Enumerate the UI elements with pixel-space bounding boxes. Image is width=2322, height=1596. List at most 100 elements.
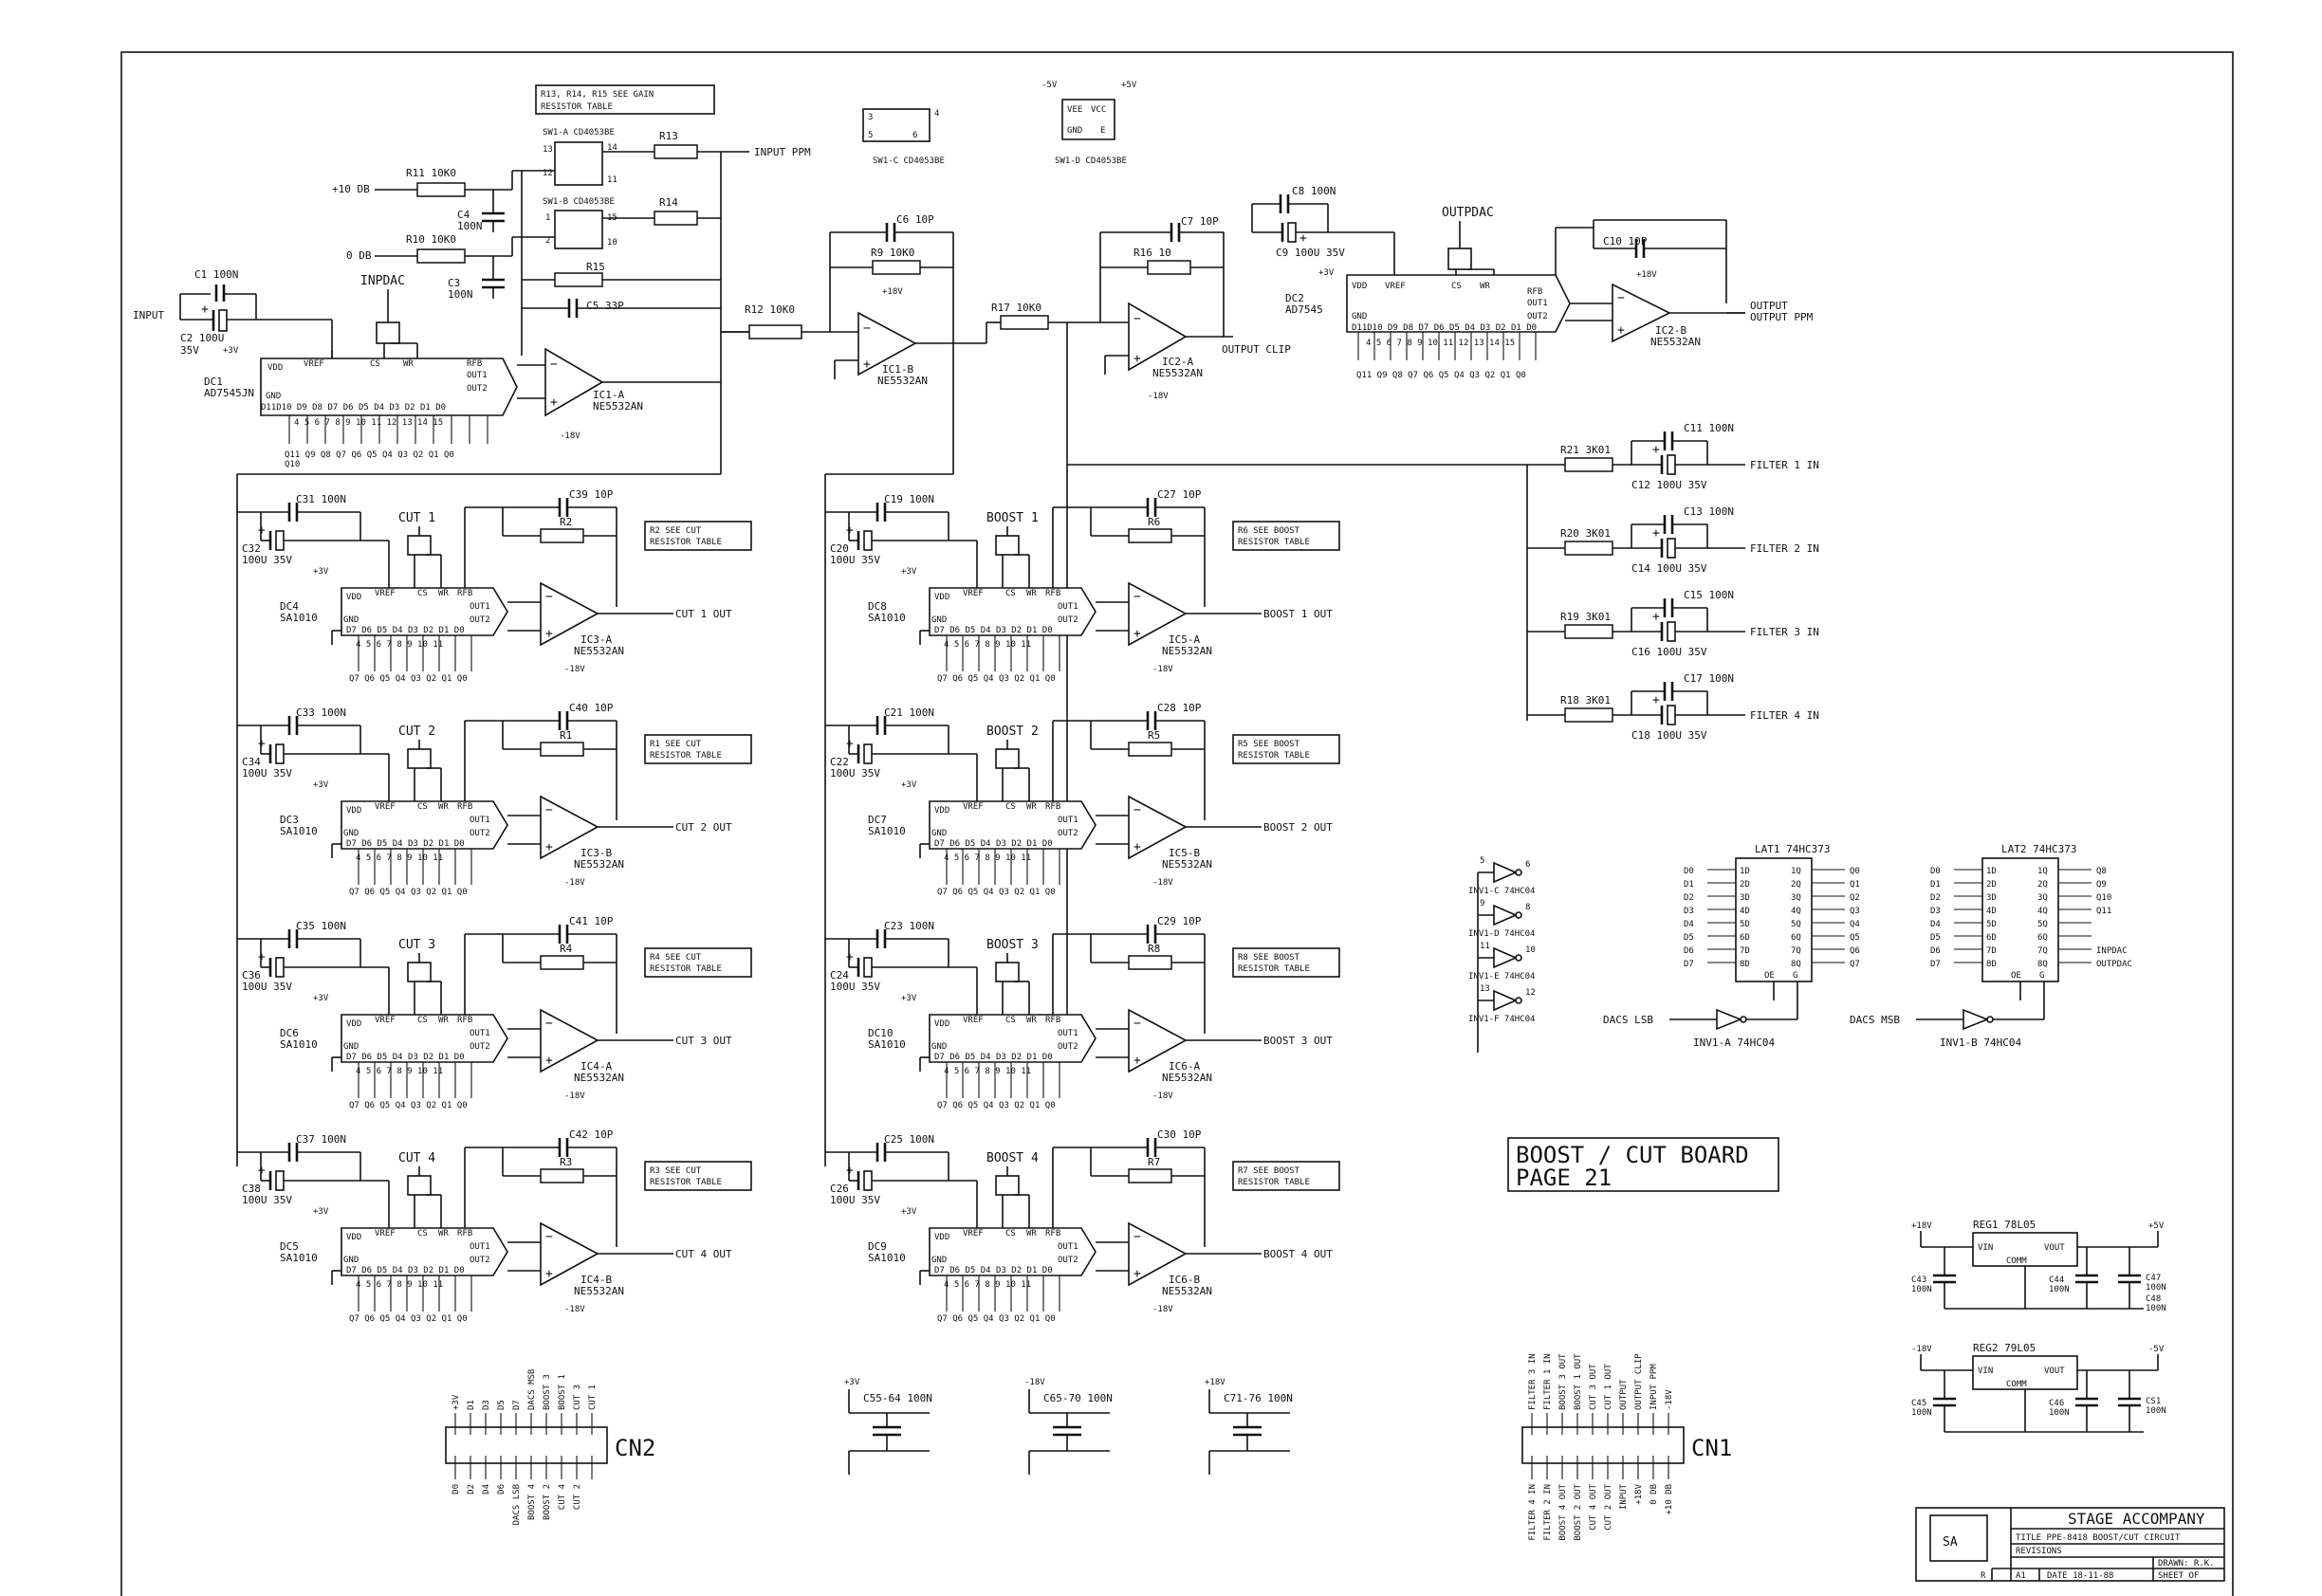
lat1-out-1: Q1 [1850, 880, 1860, 890]
inv-label: INV1-E 74HC04 [1468, 972, 1535, 981]
cn1-top-3: BOOST 1 OUT [1574, 1353, 1583, 1410]
ic1b-label: IC1-B [882, 363, 913, 376]
svg-text:7Q: 7Q [1791, 946, 1801, 956]
boost-note-line1: R5 SEE BOOST [1238, 740, 1300, 749]
boost-vdd: VDD [934, 593, 949, 602]
dc1-wr: WR [403, 359, 414, 369]
svg-text:+: + [545, 627, 553, 641]
boost-ic-part: NE5532AN [1162, 1072, 1212, 1084]
cn1-top-0: FILTER 3 IN [1528, 1353, 1538, 1410]
lat2-out-0: Q8 [2096, 867, 2107, 876]
cut-gnd: GND [343, 1042, 359, 1052]
cut-note-line1: R3 SEE CUT [650, 1166, 702, 1176]
cut-cf-label: C41 10P [569, 915, 614, 927]
filter-in-label: FILTER 1 IN [1750, 459, 1819, 471]
svg-text:+: + [1652, 693, 1660, 707]
lat1-title: LAT1 74HC373 [1755, 843, 1830, 855]
boost-vdd: VDD [934, 806, 949, 816]
svg-text:3D: 3D [1740, 893, 1750, 903]
boost-ic-label: IC6-A [1169, 1060, 1200, 1073]
svg-text:6: 6 [912, 131, 917, 140]
svg-text:2: 2 [545, 236, 550, 246]
boost-vref: VREF [963, 1229, 984, 1238]
cut-ic-label: IC4-B [580, 1274, 612, 1286]
revisions-label: REVISIONS [2016, 1547, 2062, 1556]
r16-label: R16 10 [1133, 247, 1171, 259]
boost-m18: -18V [1152, 1305, 1173, 1314]
dc2-part: AD7545 [1285, 303, 1323, 316]
reg-c3: C47 [2146, 1274, 2161, 1283]
cut-ic-part: NE5532AN [574, 1072, 624, 1084]
svg-text:+: + [846, 1164, 854, 1178]
cut-vdd: VDD [346, 593, 361, 602]
boost-dac-part: SA1010 [868, 1038, 906, 1051]
boost-pinrow: 4 5 6 7 8 9 10 11 [944, 1280, 1031, 1290]
output-label: OUTPUT [1750, 300, 1788, 312]
boost-qlabels: Q7 Q6 Q5 Q4 Q3 Q2 Q1 Q0 [937, 1101, 1056, 1110]
ic1b-p18: +18V [882, 287, 903, 297]
dc1-bits: D11D10 D9 D8 D7 D6 D5 D4 D3 D2 D1 D0 [261, 403, 446, 413]
reg-c2: C44 [2049, 1275, 2064, 1285]
svg-text:+: + [1133, 1054, 1141, 1068]
decap-label: C65-70 100N [1043, 1392, 1113, 1404]
cut-out2: OUT2 [470, 1256, 490, 1265]
ic2a-part: NE5532AN [1152, 367, 1203, 379]
cut-cs-label: CUT 3 [398, 938, 435, 952]
sheet-border [120, 51, 2234, 1596]
outpdac-label: OUTPDAC [1442, 206, 1494, 220]
boost-note-line2: RESISTOR TABLE [1238, 751, 1310, 761]
boost-out1: OUT1 [1058, 1029, 1078, 1038]
logo-text: SA [1943, 1535, 1958, 1550]
boost-bits: D7 D6 D5 D4 D3 D2 D1 D0 [934, 839, 1053, 849]
cut-dac-part: SA1010 [280, 612, 318, 624]
reg-right: +5V [2148, 1221, 2165, 1231]
inv-pin-in: 11 [1480, 942, 1490, 951]
decap-rail: +3V [844, 1378, 860, 1387]
boost-vdd: VDD [934, 1019, 949, 1029]
boost-note-line2: RESISTOR TABLE [1238, 538, 1310, 547]
boost-csmall-label: C25 100N [884, 1133, 934, 1146]
svg-text:+: + [545, 1267, 553, 1281]
boost-note-line2: RESISTOR TABLE [1238, 964, 1310, 974]
r14-label: R14 [659, 196, 678, 209]
inpdac-label: INPDAC [360, 274, 405, 288]
sw1d-vee: VEE [1067, 105, 1082, 115]
boost-note-line1: R7 SEE BOOST [1238, 1166, 1300, 1176]
svg-text:+: + [863, 358, 871, 372]
svg-text:−: − [1133, 803, 1141, 817]
cut-vref: VREF [375, 1016, 396, 1025]
svg-text:4D: 4D [1986, 907, 1997, 916]
boost-out-label: BOOST 4 OUT [1263, 1248, 1333, 1260]
cn2-bot-6: BOOST 2 [543, 1484, 552, 1520]
lat1-out-4: Q4 [1850, 920, 1860, 929]
boost-out1: OUT1 [1058, 1242, 1078, 1252]
cut-ic-label: IC4-A [580, 1060, 612, 1073]
dc1-gnd: GND [266, 392, 281, 401]
boost-3v: +3V [901, 780, 917, 790]
cut-rfb: RFB [457, 1016, 472, 1025]
boost-bits: D7 D6 D5 D4 D3 D2 D1 D0 [934, 626, 1053, 635]
cut-cbig-voltage: 100U 35V [242, 554, 292, 566]
cut-dac-name: DC6 [280, 1027, 299, 1039]
cut-csmall-label: C31 100N [296, 493, 346, 505]
cn2-top-7: BOOST 1 [558, 1374, 567, 1410]
boost-3v: +3V [901, 1207, 917, 1217]
cn2-top-1: D1 [467, 1400, 476, 1410]
cn1-top-1: FILTER 1 IN [1543, 1353, 1553, 1410]
cut-m18: -18V [564, 1305, 585, 1314]
board-title: BOOST / CUT BOARD PAGE 21 [1507, 1137, 1779, 1192]
boost-cf-label: C29 10P [1157, 915, 1202, 927]
c9-label: C9 100U 35V [1276, 247, 1345, 259]
cut-qlabels: Q7 Q6 Q5 Q4 Q3 Q2 Q1 Q0 [349, 1101, 468, 1110]
cut-out-label: CUT 1 OUT [675, 608, 732, 620]
svg-text:8Q: 8Q [2037, 960, 2048, 969]
r13-label: R13 [659, 130, 678, 142]
